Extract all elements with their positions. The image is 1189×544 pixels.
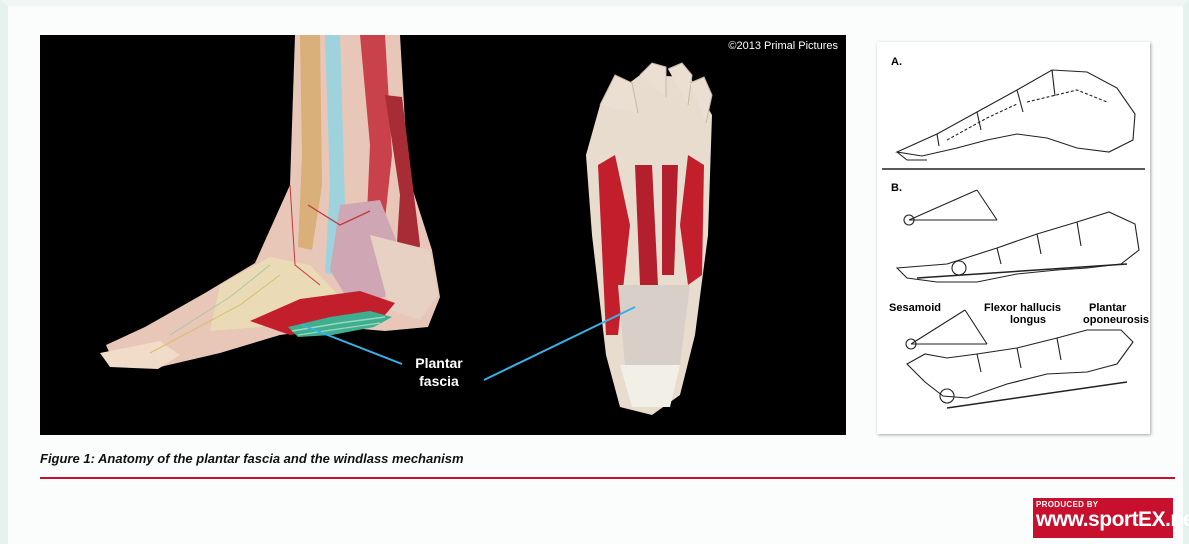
sportex-logo[interactable]: PRODUCED BY www.sportEX.net — [1033, 498, 1173, 538]
flexor-hallucis-label-line2: longus — [984, 314, 1061, 326]
panel-b-foot-bottom — [907, 330, 1133, 408]
anatomy-illustration: ©2013 Primal Pictures Plantar fascia — [40, 35, 846, 435]
plantar-fascia-label-line2: fascia — [404, 372, 474, 390]
red-divider — [40, 477, 1175, 479]
plantar-fascia-label: Plantar fascia — [404, 354, 474, 390]
panel-a-label: A. — [891, 56, 902, 68]
plantar-aponeurosis-label: Plantar oponeurosis — [1089, 302, 1149, 326]
figure-caption: Figure 1: Anatomy of the plantar fascia … — [40, 451, 464, 466]
plantar-aponeurosis-label-line1: Plantar — [1089, 302, 1149, 314]
panel-b-windlass-top — [904, 190, 997, 225]
panel-b-foot-top — [897, 212, 1139, 282]
panel-a-foot — [897, 70, 1135, 160]
sesamoid-label: Sesamoid — [889, 302, 941, 314]
windlass-drawing — [877, 42, 1150, 434]
sportex-url[interactable]: www.sportEX.net — [1036, 508, 1189, 532]
panel-b-label: B. — [891, 182, 902, 194]
side-view-foot — [100, 35, 440, 369]
plantar-fascia-label-line1: Plantar — [404, 354, 474, 372]
plantar-aponeurosis-label-line2: oponeurosis — [1083, 314, 1149, 326]
panel-b-windlass-bottom — [906, 310, 987, 349]
flexor-hallucis-label-line1: Flexor hallucis — [984, 302, 1061, 314]
copyright-notice: ©2013 Primal Pictures — [728, 40, 838, 52]
flexor-hallucis-label: Flexor hallucis longus — [984, 302, 1061, 326]
windlass-diagram: A. B. Sesamoid Flexor hallucis longus Pl… — [877, 42, 1150, 434]
plantar-view-foot — [586, 63, 712, 415]
